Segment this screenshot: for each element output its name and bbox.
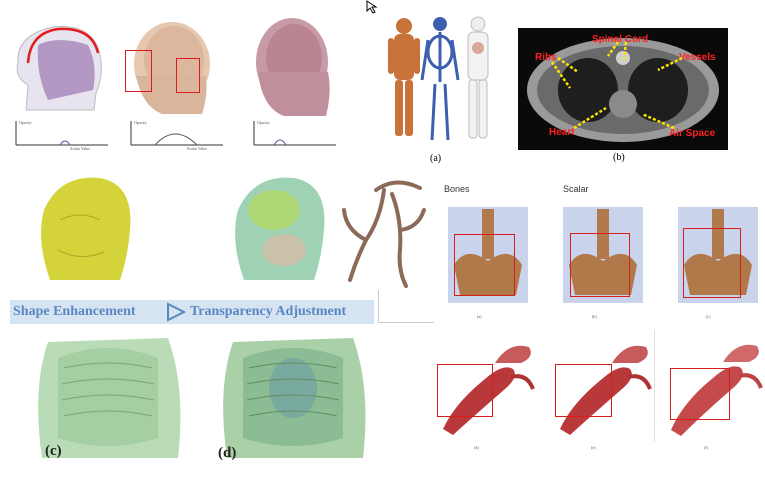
opacity-plot-2: Opacity Scalar Value	[125, 117, 225, 153]
head-render-cyan	[224, 170, 334, 290]
pelvis-shape-c	[678, 207, 758, 303]
head-render-panel-3	[248, 12, 333, 116]
small-label-c: (c)	[706, 314, 711, 319]
vessel-render	[336, 170, 428, 288]
small-label-a: (a)	[477, 314, 482, 319]
small-label-d: (d)	[474, 445, 479, 450]
highlight-box	[125, 50, 152, 92]
chest-render-c	[28, 328, 188, 460]
opacity-plot-2-axes	[130, 121, 223, 146]
opacity-plot-3: Opacity	[248, 117, 338, 153]
head-render-1	[16, 26, 102, 111]
highlight-box	[570, 233, 630, 297]
arrow-cursor-icon	[366, 0, 378, 14]
x-axis-label: Scalar Value	[70, 146, 91, 151]
head-render-panel-2	[122, 16, 217, 116]
head-render-3	[256, 18, 330, 116]
process-banner: Shape Enhancement Transparency Adjustmen…	[10, 300, 374, 324]
highlight-box	[437, 364, 493, 417]
highlight-box	[176, 58, 200, 93]
body-renderings	[382, 12, 502, 152]
banner-step-shape-enhancement: Shape Enhancement	[13, 304, 136, 319]
head-render-panel-1	[8, 15, 108, 115]
highlight-box	[683, 228, 741, 298]
panel-label-a: (a)	[430, 153, 442, 164]
lobster-render-f	[654, 330, 763, 442]
chest-render-d	[213, 328, 373, 460]
connector-lines	[378, 290, 434, 323]
small-label-e: (e)	[591, 445, 596, 450]
ct-slice-image	[518, 28, 728, 150]
y-axis-label: Opacity	[134, 120, 147, 125]
arrow-right-icon	[167, 302, 187, 322]
pelvis-render-c	[676, 205, 760, 305]
opacity-plot-3-axes	[253, 121, 336, 146]
panel-label-b: (b)	[613, 152, 625, 163]
header-bones: Bones	[444, 184, 470, 194]
lobster-shape-f	[671, 344, 763, 436]
vessel-shape	[342, 180, 426, 288]
highlight-box	[555, 364, 612, 417]
body-render-figures	[388, 16, 489, 141]
small-label-f: (f)	[704, 445, 708, 450]
x-axis-label: Scalar Value	[187, 146, 208, 151]
annotation-vessels: Vessels	[679, 52, 716, 63]
chest-shape-d	[223, 338, 366, 458]
lobster-render-d	[425, 333, 537, 441]
lobster-render-e	[542, 333, 654, 441]
highlight-box	[454, 234, 515, 296]
banner-step-transparency: Transparency Adjustment	[190, 304, 347, 319]
opacity-plot-1: Opacity Scalar Value	[10, 117, 110, 153]
annotation-spinal-cord: Spinal Cord	[592, 34, 649, 45]
lobster-shape-d	[443, 345, 535, 435]
panel-label-c: (c)	[45, 443, 62, 459]
annotation-heart: Heart	[549, 127, 575, 138]
opacity-plot-1-axes	[15, 121, 108, 146]
lobster-shape-e	[560, 345, 652, 435]
head-cyan-shape	[235, 177, 325, 280]
chest-shape-c	[38, 338, 181, 458]
header-scalar: Scalar	[563, 184, 589, 194]
y-axis-label: Opacity	[19, 120, 32, 125]
annotation-arrows	[550, 41, 683, 130]
small-label-b: (b)	[592, 314, 597, 319]
head-render-2	[134, 22, 210, 114]
head-render-yellow	[30, 170, 140, 290]
y-axis-label: Opacity	[257, 120, 270, 125]
highlight-box	[670, 368, 730, 420]
annotation-ribs: Ribs	[535, 52, 557, 63]
head-yellow-shape	[41, 177, 131, 280]
annotation-air-space: Air Space	[669, 128, 716, 139]
panel-label-d: (d)	[218, 445, 237, 461]
